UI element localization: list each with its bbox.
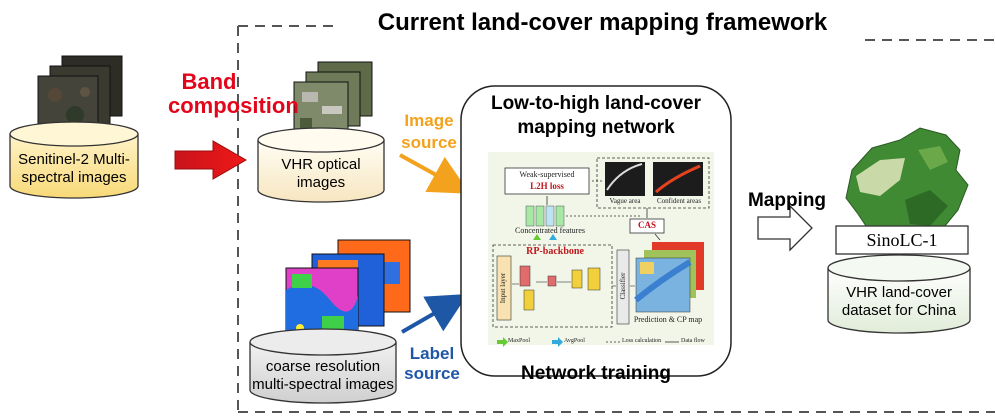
legend-flow: Data flow	[681, 338, 705, 344]
classifier-label: Classifier	[619, 272, 627, 300]
confident-areas-label: Confident areas	[656, 197, 702, 205]
network-title: Low-to-high land-cover mapping network	[490, 93, 702, 138]
rp-backbone-label: RP-backbone	[526, 246, 584, 257]
legend-avgpool: AvgPool	[564, 338, 585, 344]
vhr-dataset-label: VHR land-cover dataset for China	[841, 284, 957, 319]
band-composition-arrow	[174, 140, 248, 180]
sentinel-label: Senitinel-2 Multi-spectral images	[18, 151, 130, 186]
coarse-label: coarse resolution multi-spectral images	[252, 358, 394, 393]
input-layer-label: Input layer	[499, 272, 507, 304]
mapping-label: Mapping	[747, 190, 827, 211]
network-figure	[488, 152, 714, 347]
vhr-optical-label: VHR optical images	[281, 156, 361, 191]
sinolc-label: SinoLC-1	[866, 230, 938, 250]
sinolc-box	[835, 225, 969, 255]
label-source-label: Label source	[404, 344, 460, 383]
framework-border	[237, 25, 995, 416]
china-map	[845, 127, 969, 247]
legend-maxpool: MaxPool	[508, 338, 531, 344]
image-source-label: Image source	[401, 111, 457, 152]
coarse-cylinder	[249, 328, 397, 404]
mapping-arrow	[757, 204, 813, 252]
band-composition-label: Band composition	[168, 69, 299, 118]
framework-title: Current land-cover mapping framework	[340, 6, 865, 40]
legend-loss: Loss calculation	[622, 338, 662, 344]
weak-supervised-label: Weak-supervised	[519, 170, 575, 179]
l2h-loss-label: L2H loss	[530, 181, 564, 191]
vhr-dataset-cylinder	[827, 254, 971, 334]
vague-area-label: Vague area	[609, 197, 641, 205]
network-training-label: Network training	[521, 363, 671, 384]
sentinel-cylinder	[9, 121, 139, 199]
image-source-arrow	[399, 153, 470, 194]
concentrated-features-label: Concentrated features	[515, 226, 585, 235]
vhr-optical-cylinder	[257, 127, 385, 203]
cas-label: CAS	[637, 220, 656, 230]
vhr-image-stack	[293, 61, 373, 137]
coarse-map-stack	[285, 239, 411, 341]
label-source-arrow	[401, 294, 468, 334]
prediction-cp-label: Prediction & CP map	[633, 315, 703, 324]
